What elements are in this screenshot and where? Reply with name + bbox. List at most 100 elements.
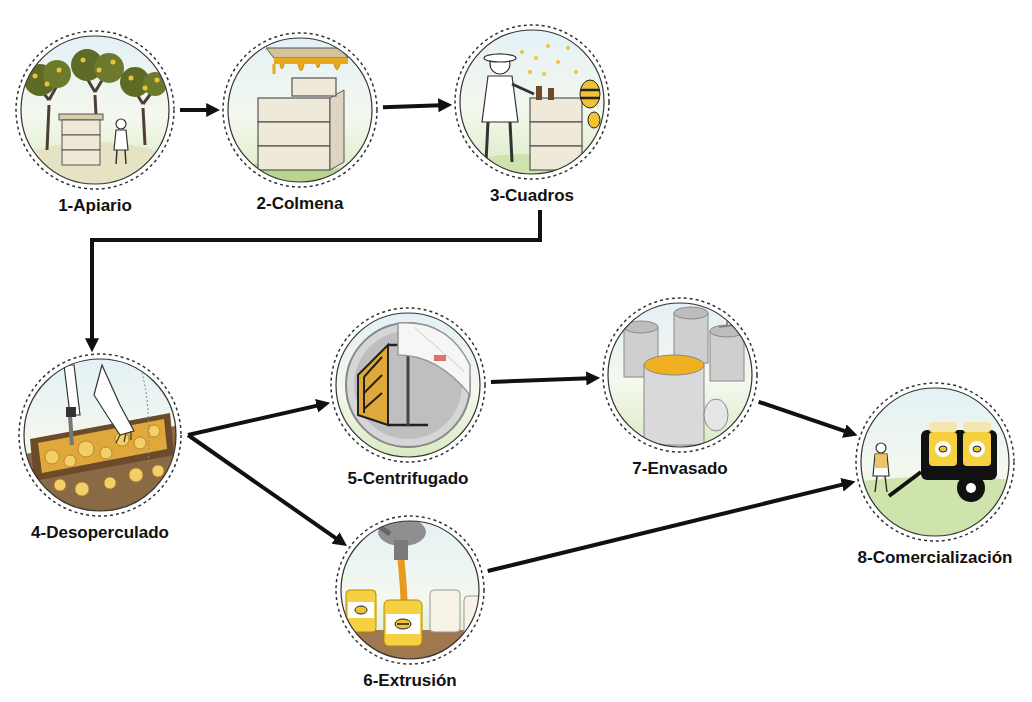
tanks-illustration xyxy=(600,295,760,455)
art-part xyxy=(33,58,160,91)
art-part xyxy=(566,46,570,50)
step-label: 2-Colmena xyxy=(257,194,344,214)
art-part xyxy=(100,447,112,459)
art-part xyxy=(104,477,116,489)
uncapping-illustration xyxy=(18,353,182,517)
art-part xyxy=(81,58,86,63)
art-part xyxy=(855,476,1015,542)
art-part xyxy=(966,483,976,493)
art-part xyxy=(140,365,149,465)
art-part xyxy=(152,465,164,477)
art-part xyxy=(536,86,542,100)
art-part xyxy=(330,510,490,670)
art-part xyxy=(258,146,330,170)
extrusion-illustration xyxy=(330,510,490,670)
art-part xyxy=(111,60,116,65)
art-part xyxy=(114,130,128,150)
art-part xyxy=(434,355,446,361)
art-part xyxy=(704,399,728,431)
art-part xyxy=(220,30,380,190)
art-part xyxy=(963,422,991,432)
art-part xyxy=(674,307,708,319)
art-part xyxy=(546,44,550,48)
art-part xyxy=(548,88,554,100)
step-label: 5-Centrifugado xyxy=(348,469,469,489)
inner-ring xyxy=(341,521,479,659)
art-part xyxy=(18,353,182,517)
process-circle: 6-Extrusión xyxy=(335,515,485,691)
art-part xyxy=(330,90,344,170)
hive-illustration xyxy=(220,30,380,190)
art-part xyxy=(328,305,488,465)
step-label: 1-Apiario xyxy=(58,196,132,216)
art-part xyxy=(355,606,367,614)
art-part xyxy=(220,30,380,190)
process-circle: 7-Envasado xyxy=(602,297,758,479)
art-part xyxy=(710,331,744,381)
art-part xyxy=(134,437,146,449)
art-part xyxy=(116,431,131,443)
art-part xyxy=(75,482,89,496)
art-part xyxy=(94,365,134,435)
art-part xyxy=(97,68,102,73)
circle-outline xyxy=(222,32,378,188)
step-label: 6-Extrusión xyxy=(363,671,457,691)
flow-arrow xyxy=(188,404,326,435)
art-part xyxy=(30,413,174,481)
art-part xyxy=(328,305,488,465)
art-part xyxy=(397,623,409,625)
art-part xyxy=(574,70,578,74)
art-part xyxy=(54,479,66,491)
art-part xyxy=(600,295,760,455)
inner-ring xyxy=(861,388,1009,536)
art-part xyxy=(148,425,160,437)
art-part xyxy=(973,446,981,452)
flow-arrow xyxy=(180,108,216,112)
process-circle: 8-Comercialización xyxy=(855,382,1015,568)
art-part xyxy=(395,619,411,629)
art-part xyxy=(43,60,71,88)
art-part xyxy=(414,327,464,371)
art-part xyxy=(398,323,470,395)
circle-outline xyxy=(855,382,1015,542)
art-part xyxy=(358,345,388,425)
dashed-ring xyxy=(336,516,484,664)
art-part xyxy=(45,450,59,464)
dashed-ring xyxy=(19,354,181,516)
inner-ring xyxy=(21,36,169,184)
art-part xyxy=(430,590,460,632)
art-part xyxy=(274,58,348,64)
art-part xyxy=(484,54,516,62)
art-part xyxy=(33,74,38,79)
step-label: 8-Comercialización xyxy=(858,548,1013,568)
art-part xyxy=(528,70,532,74)
art-part xyxy=(939,446,947,452)
circle-outline xyxy=(18,353,182,517)
art-part xyxy=(580,90,600,98)
art-part xyxy=(963,432,991,466)
art-part xyxy=(929,422,957,432)
art-part xyxy=(94,53,124,83)
art-part xyxy=(600,295,760,455)
process-circle: 2-Colmena xyxy=(222,32,378,214)
art-part xyxy=(258,122,330,146)
art-part xyxy=(129,76,134,81)
art-part xyxy=(66,407,76,417)
art-part xyxy=(57,68,62,73)
art-part xyxy=(330,510,490,670)
process-circle: 1-Apiario xyxy=(15,30,175,216)
art-part xyxy=(364,357,382,413)
dashed-ring xyxy=(603,298,757,452)
art-part xyxy=(876,443,886,453)
frames-illustration xyxy=(452,22,612,190)
process-circle: 3-Cuadros xyxy=(454,24,610,206)
circle-outline xyxy=(454,24,610,180)
art-part xyxy=(520,50,524,54)
dashed-ring xyxy=(455,25,609,179)
art-part xyxy=(855,382,1015,542)
flow-arrow xyxy=(488,482,852,571)
art-part xyxy=(45,425,164,496)
flow-arrow xyxy=(759,402,854,434)
